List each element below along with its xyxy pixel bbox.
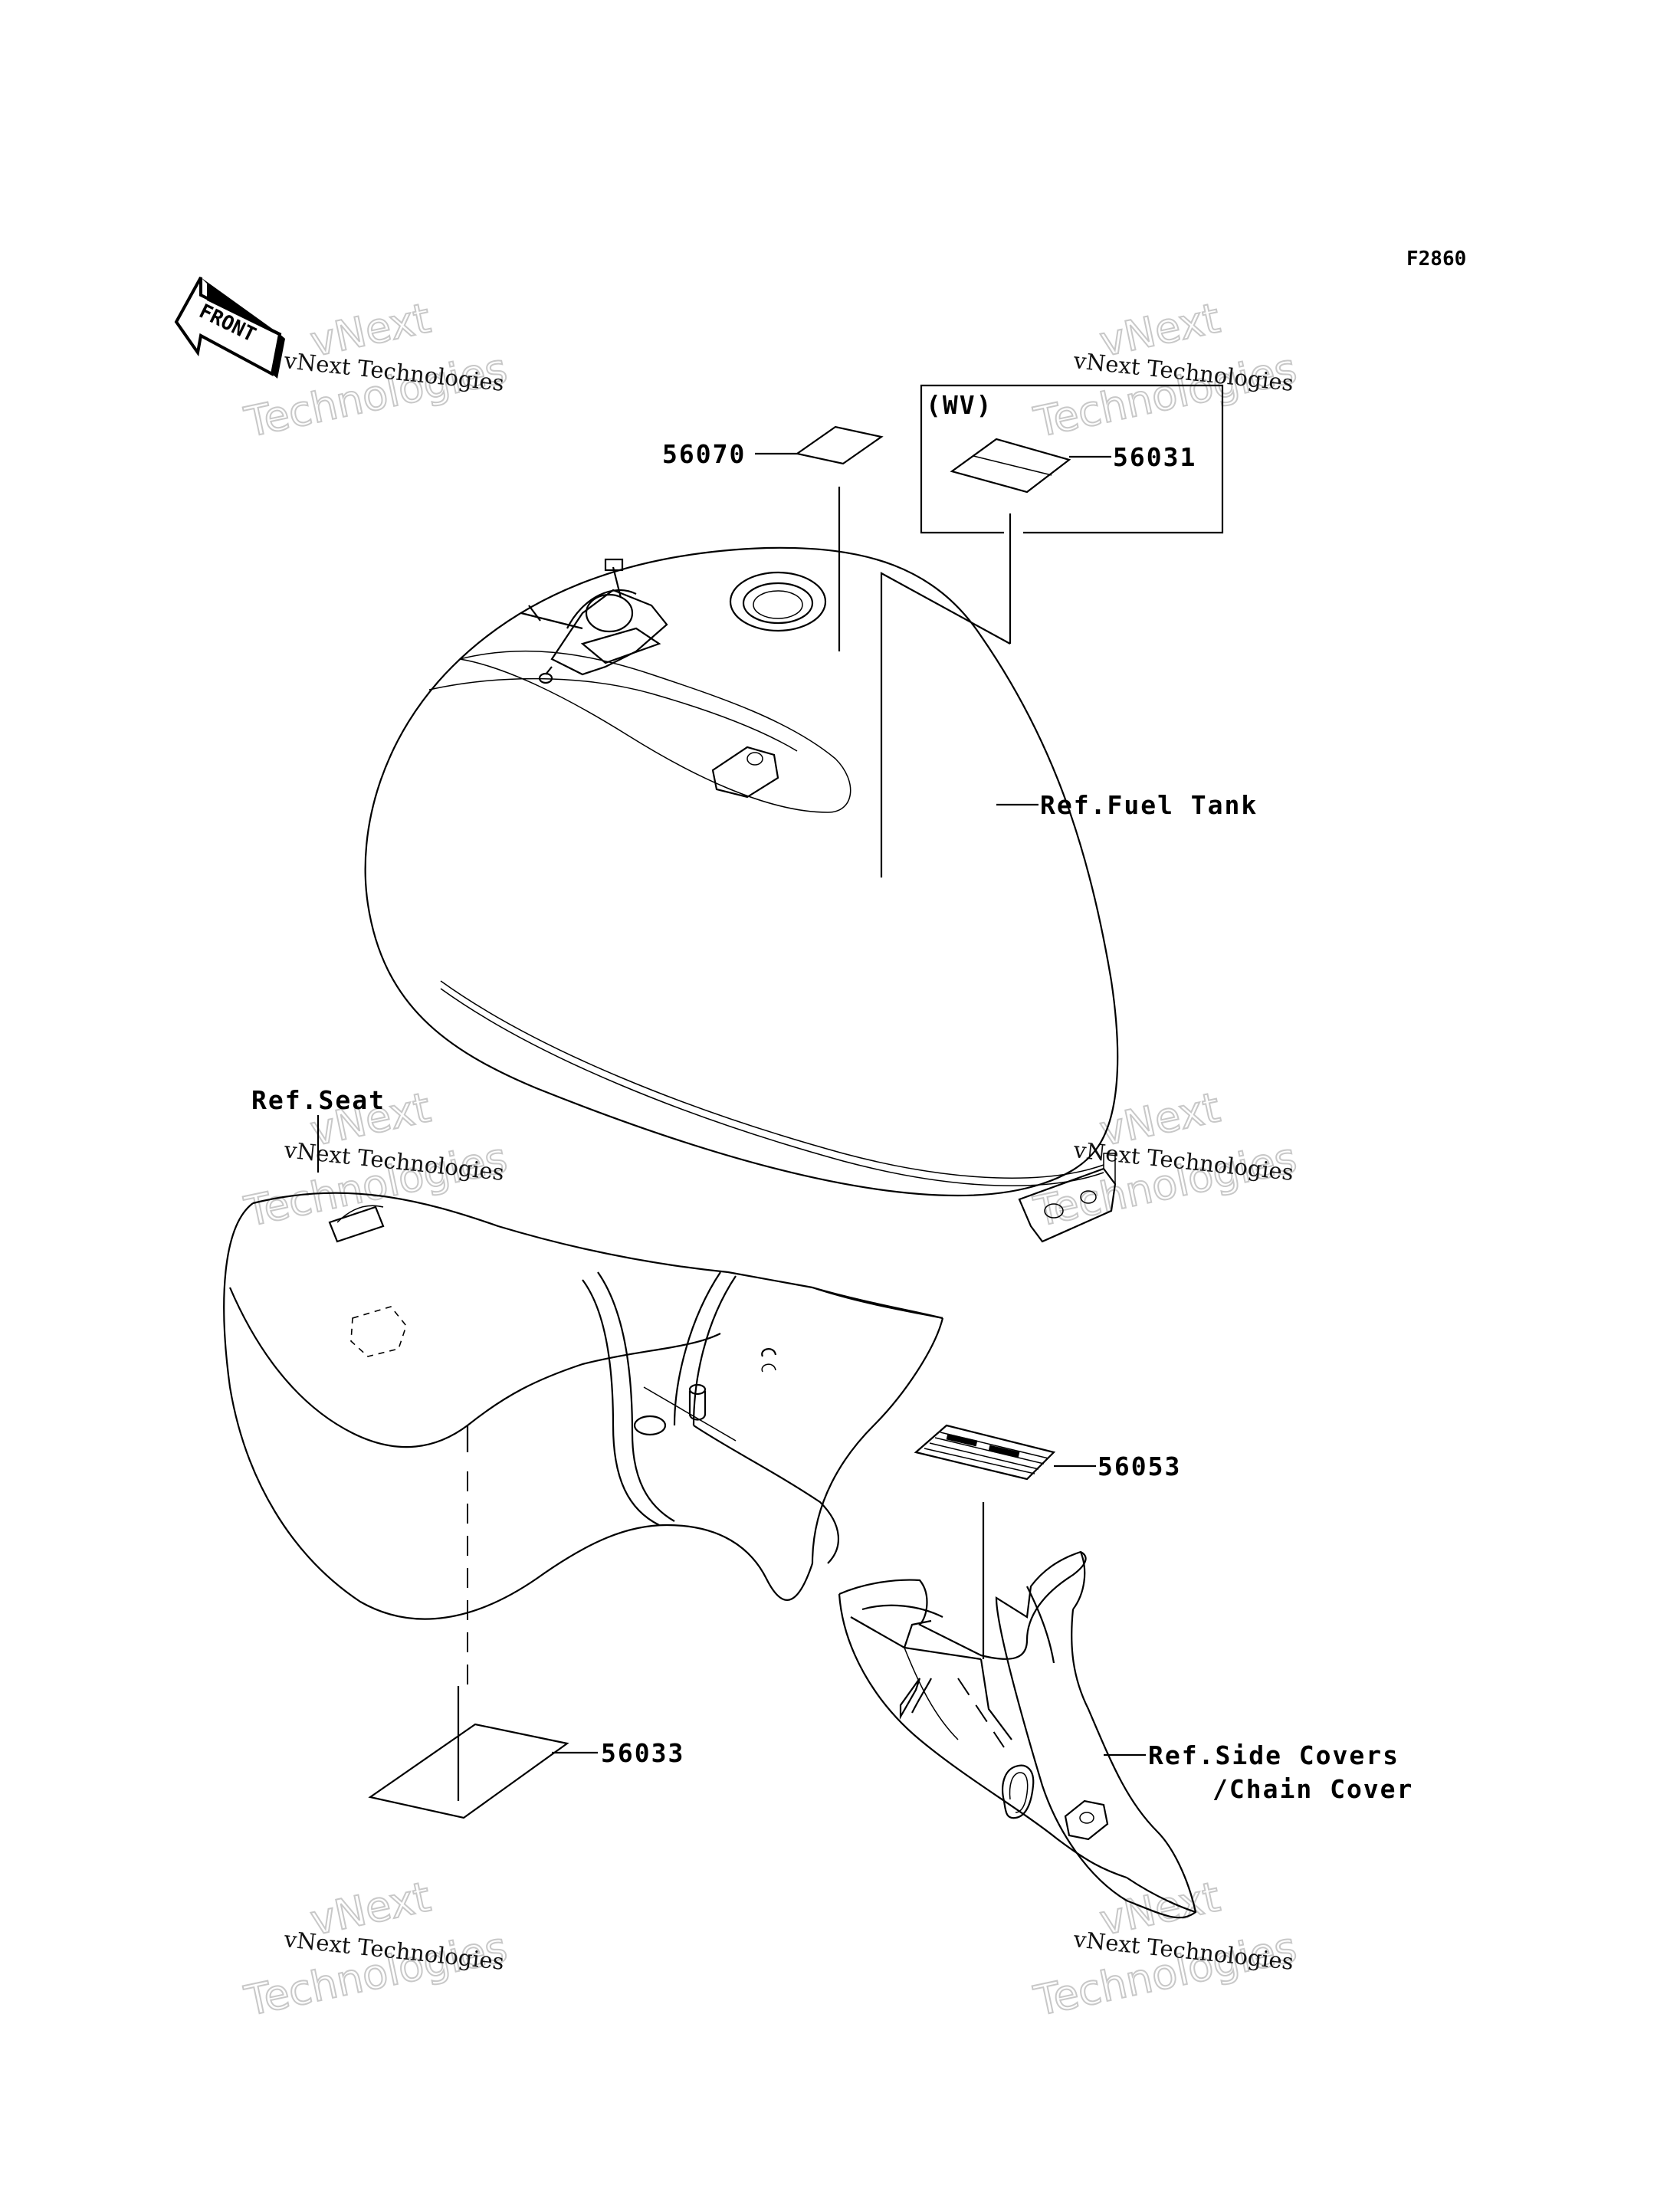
fuel-tank-drawing: Ref.Fuel Tank [364,546,1258,1243]
wv-box-56031: (WV) 56031 [880,384,1224,877]
fuel-valve-icon [520,558,668,684]
part-number-56053: 56053 [1098,1451,1181,1481]
seat-drawing: Ref.Seat [223,1085,944,1801]
watermark-top-right: vNext Technologies vNext Technologies [1029,293,1301,448]
ref-seat-label: Ref.Seat [251,1085,386,1115]
wv-box-label: (WV) [926,390,993,420]
label-56070: 56070 [662,425,884,651]
front-arrow-icon: FRONT [174,277,285,379]
ref-side-covers-label: Ref.Side Covers [1148,1740,1399,1770]
watermark-mid-right: vNext Technologies vNext Technologies [1029,1082,1301,1237]
watermark-bottom-right: vNext Technologies vNext Technologies [1029,1871,1301,2026]
ref-chain-cover-label: /Chain Cover [1212,1774,1413,1804]
label-56053: 56053 [914,1424,1181,1659]
watermark-bottom-left: vNext Technologies vNext Technologies [240,1871,512,2026]
ref-fuel-tank-label: Ref.Fuel Tank [1040,790,1258,820]
side-cover-drawing: Ref.Side Covers /Chain Cover [838,1550,1413,1919]
watermark-top-left: vNext Technologies vNext Technologies [240,293,512,448]
part-number-56033: 56033 [601,1738,684,1768]
figure-code: F2860 [1406,248,1466,271]
label-56033: 56033 [368,1723,684,1819]
part-number-56031: 56031 [1113,442,1196,472]
part-number-56070: 56070 [662,439,746,469]
